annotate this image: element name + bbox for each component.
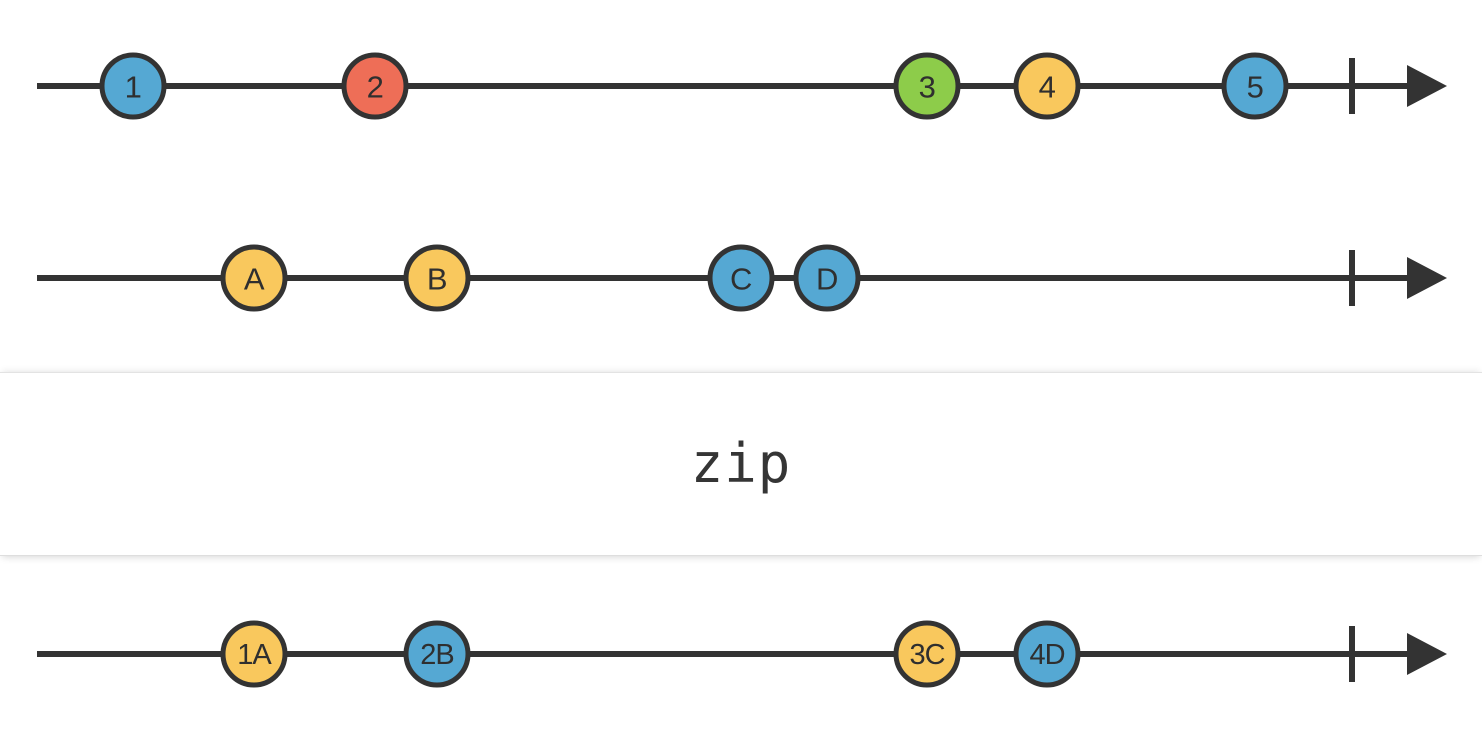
arrow-head-icon: [1407, 257, 1447, 299]
timeline-result: 1A 2B 3C 4D: [37, 620, 1447, 688]
marble[interactable]: 4: [1013, 52, 1081, 120]
marble-circle[interactable]: [893, 620, 961, 688]
marble-circle[interactable]: [1013, 620, 1081, 688]
marble-label: 3C: [909, 639, 944, 671]
timeline-source-2: A B C D: [37, 244, 1447, 312]
marble-label: 2: [367, 70, 384, 105]
marble-circle[interactable]: [793, 244, 861, 312]
marble-label: 3: [919, 70, 936, 105]
marble-label: B: [427, 262, 447, 297]
marble-label: 1A: [237, 639, 272, 671]
marble-circle[interactable]: [220, 244, 288, 312]
marble-label: 4D: [1029, 639, 1064, 671]
arrow-head-icon: [1407, 633, 1447, 675]
marble-label: 2B: [420, 639, 453, 671]
marble[interactable]: 1A: [220, 620, 288, 688]
marble[interactable]: B: [403, 244, 471, 312]
marble[interactable]: D: [793, 244, 861, 312]
marble-circle[interactable]: [403, 244, 471, 312]
marble-circle[interactable]: [893, 52, 961, 120]
marble[interactable]: 3: [893, 52, 961, 120]
marble[interactable]: 2B: [403, 620, 471, 688]
arrow-head-icon: [1407, 65, 1447, 107]
marble[interactable]: 1: [99, 52, 167, 120]
marble-circle[interactable]: [403, 620, 471, 688]
marble-label: 5: [1247, 70, 1264, 105]
marble[interactable]: A: [220, 244, 288, 312]
marble-circle[interactable]: [220, 620, 288, 688]
marble-circle[interactable]: [1013, 52, 1081, 120]
marble[interactable]: 3C: [893, 620, 961, 688]
marble-circle[interactable]: [341, 52, 409, 120]
marble[interactable]: 4D: [1013, 620, 1081, 688]
marble-circle[interactable]: [1221, 52, 1289, 120]
marble[interactable]: 2: [341, 52, 409, 120]
marble[interactable]: C: [707, 244, 775, 312]
marble-label: C: [730, 262, 752, 297]
marble-label: 1: [125, 70, 142, 105]
marble-label: A: [244, 262, 265, 297]
marble-circle[interactable]: [99, 52, 167, 120]
operator-panel: zip: [0, 372, 1482, 556]
marble-label: 4: [1039, 70, 1056, 105]
marble[interactable]: 5: [1221, 52, 1289, 120]
marble-circle[interactable]: [707, 244, 775, 312]
marble-label: D: [816, 262, 838, 297]
timeline-source-1: 1 2 3 4 5: [37, 52, 1447, 120]
operator-label: zip: [690, 432, 792, 495]
